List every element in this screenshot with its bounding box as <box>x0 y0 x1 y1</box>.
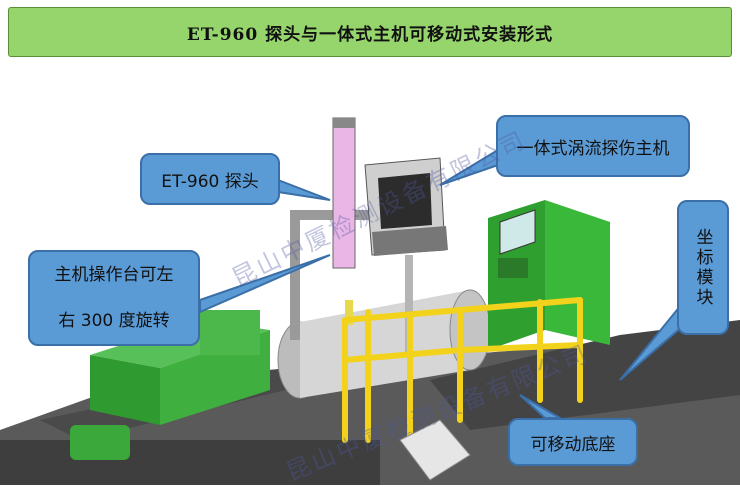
callout-probe: ET-960 探头 <box>140 153 280 205</box>
host-pole <box>405 255 413 355</box>
callout-console: 主机操作台可左 右 300 度旋转 <box>28 250 200 346</box>
title-bar: ET-960 探头与一体式主机可移动式安装形式 <box>8 7 732 57</box>
workpiece-far-end <box>449 289 491 371</box>
callout-movable-base: 可移动底座 <box>508 418 638 466</box>
host-screen <box>378 173 432 229</box>
left-machine-front <box>90 355 160 425</box>
probe-column-cap <box>333 118 355 128</box>
left-machine-block <box>200 310 260 355</box>
gantry-post <box>290 210 300 340</box>
right-cabinet-side <box>545 200 610 345</box>
right-cabinet-screen <box>499 209 536 255</box>
page-title: ET-960 探头与一体式主机可移动式安装形式 <box>186 24 554 45</box>
safety-railing <box>342 297 583 451</box>
callout-console-line1: 主机操作台可左 <box>54 265 174 285</box>
rail-bed-right <box>430 320 740 430</box>
left-motor <box>70 425 130 460</box>
callout-console-line2: 右 300 度旋转 <box>58 311 170 331</box>
host-keypad <box>372 226 448 256</box>
rail-side <box>0 440 380 485</box>
stairs <box>399 419 471 481</box>
callout-pointers <box>199 148 692 419</box>
probe-head <box>345 300 353 325</box>
right-cabinet-panel <box>498 258 528 278</box>
callout-host: 一体式涡流探伤主机 <box>496 115 690 177</box>
callout-coord-module: 坐标模块 <box>677 200 729 335</box>
